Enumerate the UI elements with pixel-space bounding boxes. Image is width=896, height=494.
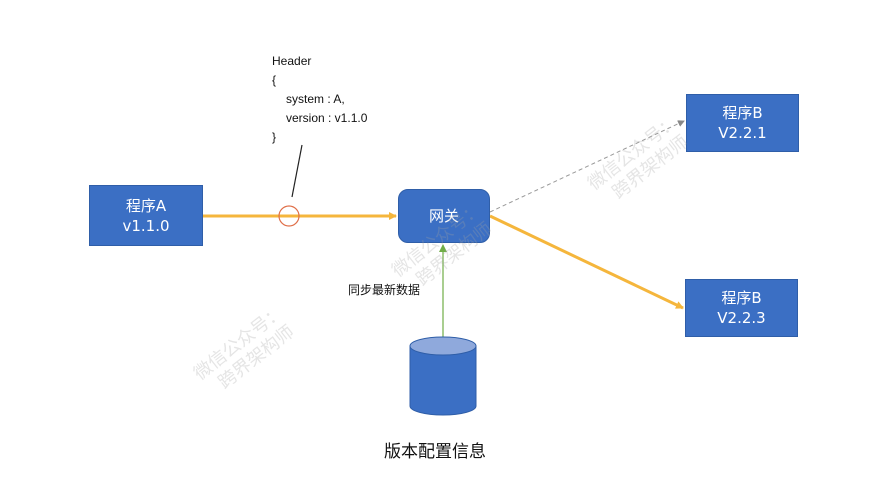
- node-program-b-new[interactable]: 程序B V2.2.3: [685, 279, 798, 337]
- program-b-old-version: V2.2.1: [718, 124, 767, 142]
- header-system-line: system : A,: [286, 92, 345, 106]
- arrow-gateway-to-b-old: [489, 120, 685, 213]
- callout-pointer: [291, 144, 303, 198]
- header-close-brace: }: [272, 130, 277, 144]
- header-title: Header: [272, 54, 312, 68]
- node-program-a[interactable]: 程序A v1.1.0: [89, 185, 203, 246]
- program-b-new-version: V2.2.3: [717, 309, 766, 327]
- node-gateway[interactable]: 网关: [398, 189, 490, 243]
- config-db-label: 版本配置信息: [384, 442, 486, 462]
- arrow-gateway-to-b-new: [489, 214, 684, 310]
- program-b-new-name: 程序B: [721, 289, 762, 307]
- gateway-name: 网关: [428, 207, 459, 225]
- header-version-line: version : v1.1.0: [286, 111, 368, 125]
- program-b-old-name: 程序B: [722, 104, 763, 122]
- header-open-brace: {: [272, 73, 277, 87]
- sync-label: 同步最新数据: [348, 283, 421, 297]
- header-callout: Header { system : A, version : v1.1.0 }: [272, 52, 367, 147]
- config-database-icon: [409, 336, 477, 416]
- header-marker-circle: [278, 205, 300, 227]
- program-a-version: v1.1.0: [122, 216, 170, 235]
- program-a-name: 程序A: [125, 196, 167, 215]
- node-program-b-old[interactable]: 程序B V2.2.1: [686, 94, 799, 152]
